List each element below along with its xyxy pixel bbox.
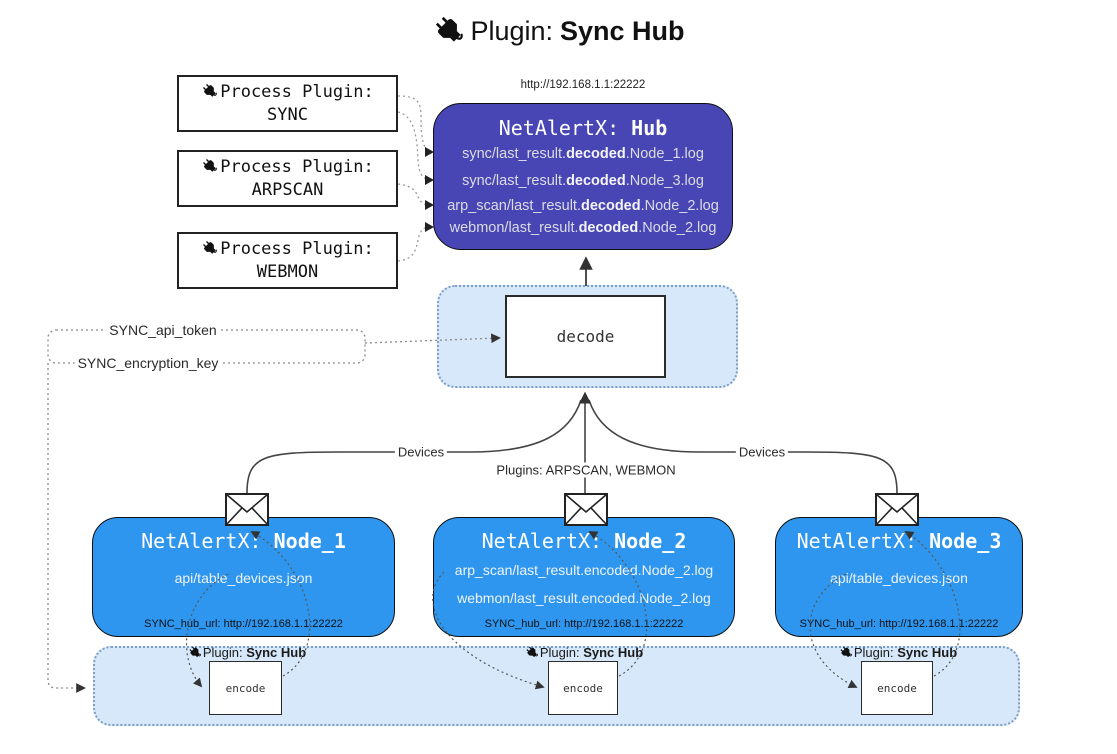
node3-box: NetAlertX: Node_3 api/table_devices.json… [775,517,1023,637]
process-plugin-sync-box: Process Plugin: SYNC [177,75,398,132]
plug-icon [201,82,218,99]
envelope-icon [875,493,919,526]
node1-title: NetAlertX: Node_1 [141,529,346,553]
node1-hub-url: SYNC_hub_url: http://192.168.1.1:22222 [144,618,343,630]
process-plugin-arpscan-box: Process Plugin: ARPSCAN [177,150,398,207]
hub-box: NetAlertX: Hub sync/last_result.decoded.… [433,103,733,250]
process-plugin-name: ARPSCAN [251,179,324,200]
process-plugin-name: SYNC [267,104,308,125]
plug-icon [188,645,202,659]
title-label: Plugin: [470,16,554,46]
hub-title: NetAlertX: Hub [498,116,668,140]
node3-title: NetAlertX: Node_3 [796,529,1002,553]
encode1-box: encode [209,661,282,715]
node1-box: NetAlertX: Node_1 api/table_devices.json… [92,517,395,637]
plug-icon [201,239,218,256]
envelope-icon [564,493,608,526]
node3-file: api/table_devices.json [830,570,968,586]
plug-icon [839,645,853,659]
process-plugin-webmon-box: Process Plugin: WEBMON [177,232,398,289]
hub-log-entry: arp_scan/last_result.decoded.Node_2.log [447,198,719,214]
node-to-decode-links [246,391,898,494]
plug-icon [432,13,465,46]
hub-log-entry: sync/last_result.decoded.Node_3.log [462,173,704,189]
plugin-to-hub-links [397,95,431,262]
encoder2-label: Plugin: Sync Hub [525,645,643,660]
encode3-box: encode [861,661,933,715]
plug-icon [525,645,539,659]
title-name: Sync Hub [560,16,685,46]
sync-api-token-label: SYNC_api_token [106,322,220,338]
encoder1-label: Plugin: Sync Hub [188,645,306,660]
hub-log-entry: sync/last_result.decoded.Node_1.log [462,146,704,162]
node2-hub-url: SYNC_hub_url: http://192.168.1.1:22222 [484,618,684,630]
envelope-icon [225,493,269,526]
process-plugin-name: WEBMON [256,261,319,282]
node1-file: api/table_devices.json [174,570,313,586]
process-plugin-label: Process Plugin: [201,238,374,260]
process-plugin-label: Process Plugin: [201,81,374,103]
process-plugin-label: Process Plugin: [201,156,374,178]
encode2-box: encode [548,661,618,715]
node3-hub-url: SYNC_hub_url: http://192.168.1.1:22222 [799,618,999,630]
devices-right-label: Devices [735,444,789,460]
plug-icon [201,157,218,174]
node2-box: NetAlertX: Node_2 arp_scan/last_result.e… [433,517,735,637]
encoder3-label: Plugin: Sync Hub [839,645,957,660]
decode-box: decode [505,295,666,378]
node2-title: NetAlertX: Node_2 [481,529,687,553]
page-title: Plugin:Sync Hub [0,16,1117,47]
node2-file: webmon/last_result.encoded.Node_2.log [457,590,711,606]
devices-left-label: Devices [394,444,448,460]
hub-url: http://192.168.1.1:22222 [520,79,646,91]
node2-file: arp_scan/last_result.encoded.Node_2.log [454,562,714,578]
hub-log-entry: webmon/last_result.decoded.Node_2.log [449,220,717,236]
sync-encryption-key-label: SYNC_encryption_key [74,355,222,371]
plugins-edge-label: Plugins: ARPSCAN, WEBMON [493,462,679,478]
